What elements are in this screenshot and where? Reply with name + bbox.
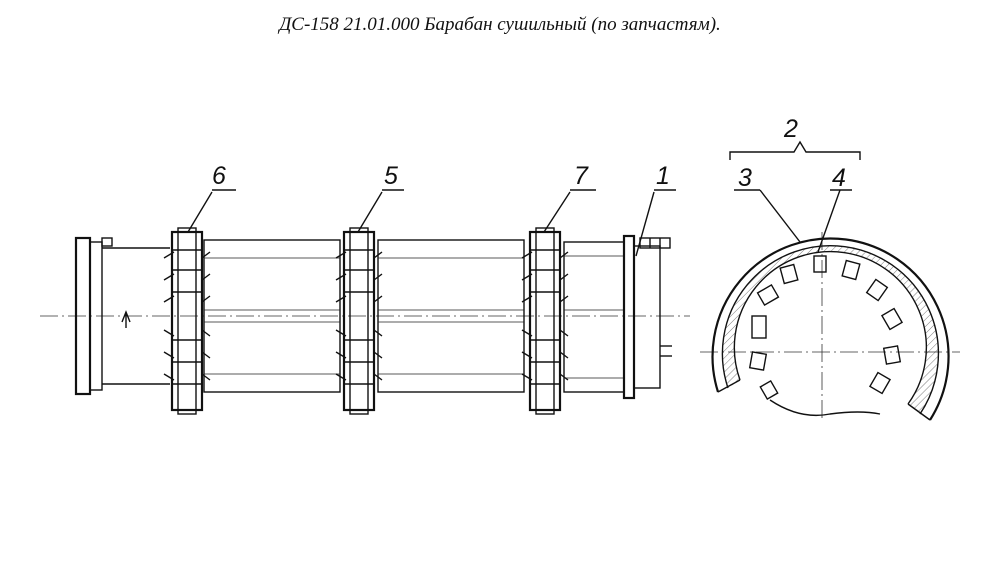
inlet-end bbox=[74, 236, 170, 396]
drum-side-view bbox=[40, 189, 690, 415]
lifter-flights bbox=[748, 255, 904, 401]
tire-ring-6 bbox=[163, 227, 211, 415]
leader-lines-side bbox=[187, 189, 676, 257]
drum-cross-section bbox=[700, 140, 960, 421]
outer-shell bbox=[711, 237, 950, 421]
outlet-end bbox=[622, 234, 672, 400]
callout-7: 7 bbox=[574, 162, 589, 190]
callout-1: 1 bbox=[656, 162, 670, 190]
group-bracket bbox=[729, 140, 861, 160]
drawing-title: ДС-158 21.01.000 Барабан сушильный (по з… bbox=[279, 14, 721, 35]
inner-shell bbox=[733, 250, 927, 405]
callout-3: 3 bbox=[738, 164, 752, 192]
barrel-shell bbox=[203, 239, 625, 393]
break-line bbox=[769, 399, 881, 417]
tire-ring-5 bbox=[335, 227, 383, 415]
callout-4: 4 bbox=[832, 164, 846, 192]
callout-5: 5 bbox=[384, 162, 398, 190]
callout-2: 2 bbox=[783, 115, 798, 143]
tire-ring-7 bbox=[521, 227, 569, 415]
flow-arrow bbox=[121, 310, 131, 328]
callout-6: 6 bbox=[212, 162, 226, 190]
